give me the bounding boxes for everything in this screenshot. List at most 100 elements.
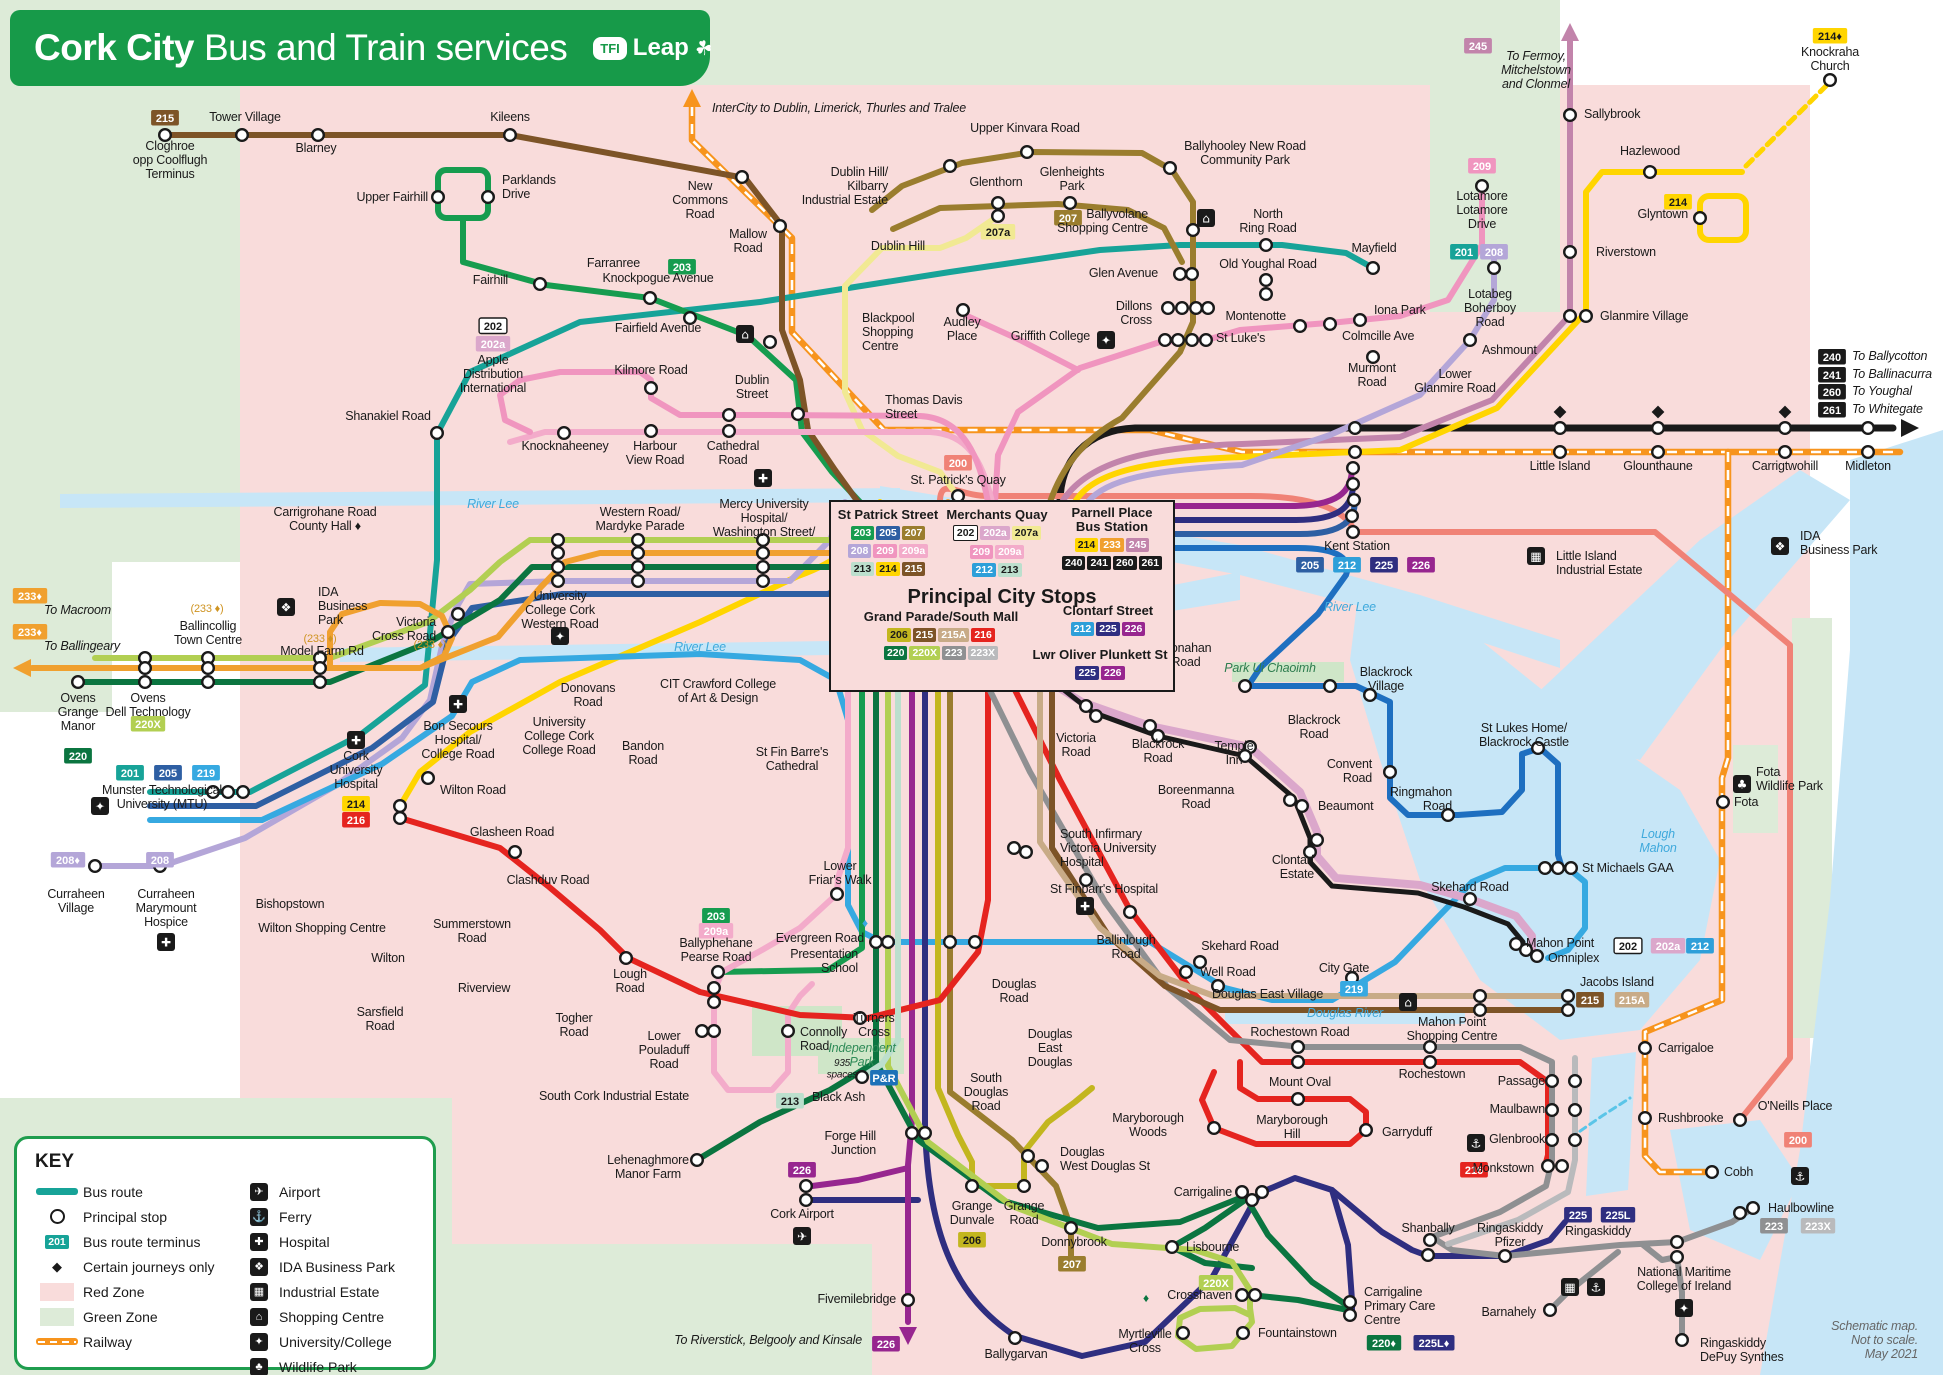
route-r215-nw xyxy=(162,132,861,505)
principal-stop xyxy=(1235,1325,1250,1340)
map-label: Knockpogue Avenue xyxy=(602,271,713,285)
principal-stop xyxy=(690,1152,705,1167)
map-label: Black Ash xyxy=(812,1090,865,1104)
principal-stop xyxy=(551,560,566,575)
principal-stop xyxy=(799,1192,814,1207)
principal-stop xyxy=(1518,943,1533,958)
principal-stop xyxy=(791,407,806,422)
principal-stop xyxy=(1021,1148,1036,1163)
route-badge-214: 214 xyxy=(876,562,900,576)
university-icon-glyph: ✦ xyxy=(555,630,565,644)
tfi-badge: TFI xyxy=(593,36,627,60)
map-label: Mahon Point xyxy=(1526,936,1595,950)
route-r214-loop xyxy=(1697,193,1749,243)
principal-stop xyxy=(965,1178,980,1193)
principal-stop xyxy=(1175,1325,1190,1340)
principal-stop xyxy=(1422,1232,1437,1247)
ferry-icon-glyph: ⚓ xyxy=(1471,1137,1482,1151)
route-badge-label-212: 212 xyxy=(1338,560,1356,572)
ida-icon-glyph: ❖ xyxy=(1775,540,1786,554)
map-label: Garryduff xyxy=(1382,1125,1433,1139)
route-rail-cobh-rail-dashes xyxy=(1643,452,1730,1174)
route-badge-label-208: 208 xyxy=(1485,247,1503,259)
principal-stop xyxy=(918,1125,933,1140)
key-item-label: Railway xyxy=(83,1333,133,1350)
principal-stop xyxy=(421,771,436,786)
principal-stop xyxy=(1309,833,1324,848)
principal-stop xyxy=(1650,445,1665,460)
ida-icon-glyph: ❖ xyxy=(281,601,292,615)
route-badge-208♦ xyxy=(50,852,86,868)
map-label: Beaumont xyxy=(1318,799,1374,813)
principal-stop xyxy=(1563,861,1578,876)
route-r208-ne xyxy=(1085,257,1497,505)
key-item-label: Shopping Centre xyxy=(279,1308,385,1325)
map-label: Carrigaline xyxy=(1174,1185,1232,1199)
route-badge-201: 201 xyxy=(45,1234,69,1249)
principal-stop xyxy=(1382,765,1397,780)
route-badge-213: 213 xyxy=(998,563,1022,577)
map-label: Iona Park xyxy=(1374,303,1427,317)
route-badge-207 xyxy=(1054,210,1082,226)
map-label: Tower Village xyxy=(209,110,281,124)
map-label: St Finbarr's Hospital xyxy=(1050,882,1158,896)
principal-stop xyxy=(991,195,1006,210)
route-badge-240 xyxy=(1818,349,1846,365)
route-badge-label-220X: 220X xyxy=(135,719,161,731)
map-label: Maulbawn xyxy=(1490,1102,1546,1116)
industrial-icon xyxy=(1561,1278,1579,1296)
route-badge-P&R xyxy=(870,1070,898,1086)
principal-stop xyxy=(1550,861,1565,876)
principal-stop xyxy=(1200,301,1215,316)
principal-stop xyxy=(1034,1158,1049,1173)
map-label: Fairfield Avenue xyxy=(615,321,701,335)
principal-stop xyxy=(1486,261,1501,276)
principal-stop xyxy=(393,799,408,814)
principal-stop xyxy=(1345,477,1360,492)
route-badge-206: 206 xyxy=(887,628,911,642)
principal-stop xyxy=(1007,841,1022,856)
principal-stop xyxy=(1472,989,1487,1004)
principal-stop xyxy=(1562,107,1577,122)
principal-stop xyxy=(1282,793,1297,808)
route-badge-label-209a: 209a xyxy=(704,926,729,938)
principal-stop xyxy=(1322,679,1337,694)
shopping-icon xyxy=(736,325,754,343)
principal-stop xyxy=(1497,1248,1512,1263)
shopping-icon xyxy=(1197,209,1215,227)
principal-stop xyxy=(1237,679,1252,694)
terminus-symbol: 201 xyxy=(31,1234,83,1249)
map-label: River Lee xyxy=(467,497,519,511)
water-area xyxy=(1350,580,1720,1040)
principal-stop-group-name: Merchants Quay xyxy=(946,507,1048,522)
principal-stop xyxy=(631,533,646,548)
principal-stop xyxy=(1362,688,1377,703)
map-label: Fota xyxy=(1734,795,1758,809)
principal-stop xyxy=(1302,845,1317,860)
route-badge-label-207a: 207a xyxy=(986,227,1011,239)
principal-stop xyxy=(451,607,466,622)
route-badge-216 xyxy=(342,812,370,828)
map-label: Glenthorn xyxy=(969,175,1022,189)
principal-stop xyxy=(1164,1239,1179,1254)
map-label: Model Farm Rd xyxy=(280,644,364,658)
map-label: Shanakiel Road xyxy=(345,409,431,423)
ferry-icon-glyph: ⚓ xyxy=(1591,1281,1602,1295)
